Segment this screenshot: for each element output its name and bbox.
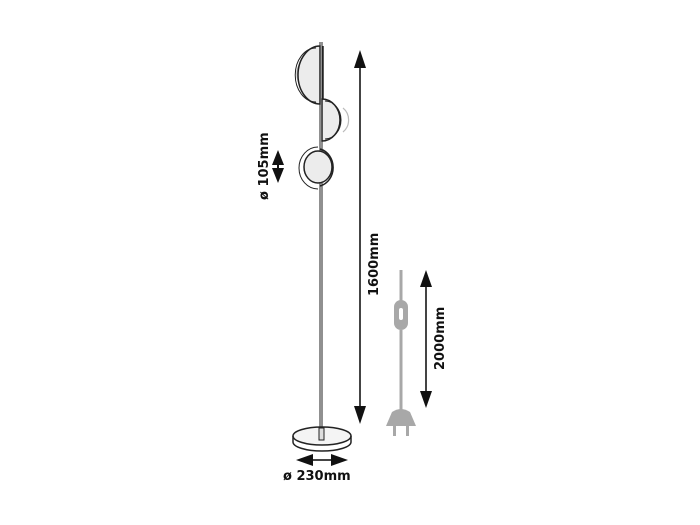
shade-top-icon: [294, 45, 324, 105]
cable-length-arrow-icon: [420, 270, 432, 408]
height-label: 1600mm: [367, 233, 382, 296]
shade-bottom-icon: [298, 146, 334, 190]
shade-diameter-label: ø 105mm: [257, 132, 272, 200]
power-cable-icon: [386, 270, 416, 436]
shade-diameter-arrow-icon: [272, 150, 284, 183]
base-diameter-label: ø 230mm: [283, 469, 351, 484]
shade-middle-icon: [321, 98, 350, 142]
base-diameter-arrow-icon: [296, 454, 348, 466]
cable-length-label: 2000mm: [433, 307, 448, 370]
height-arrow-icon: [354, 50, 366, 424]
lamp-base-icon: [292, 426, 352, 452]
